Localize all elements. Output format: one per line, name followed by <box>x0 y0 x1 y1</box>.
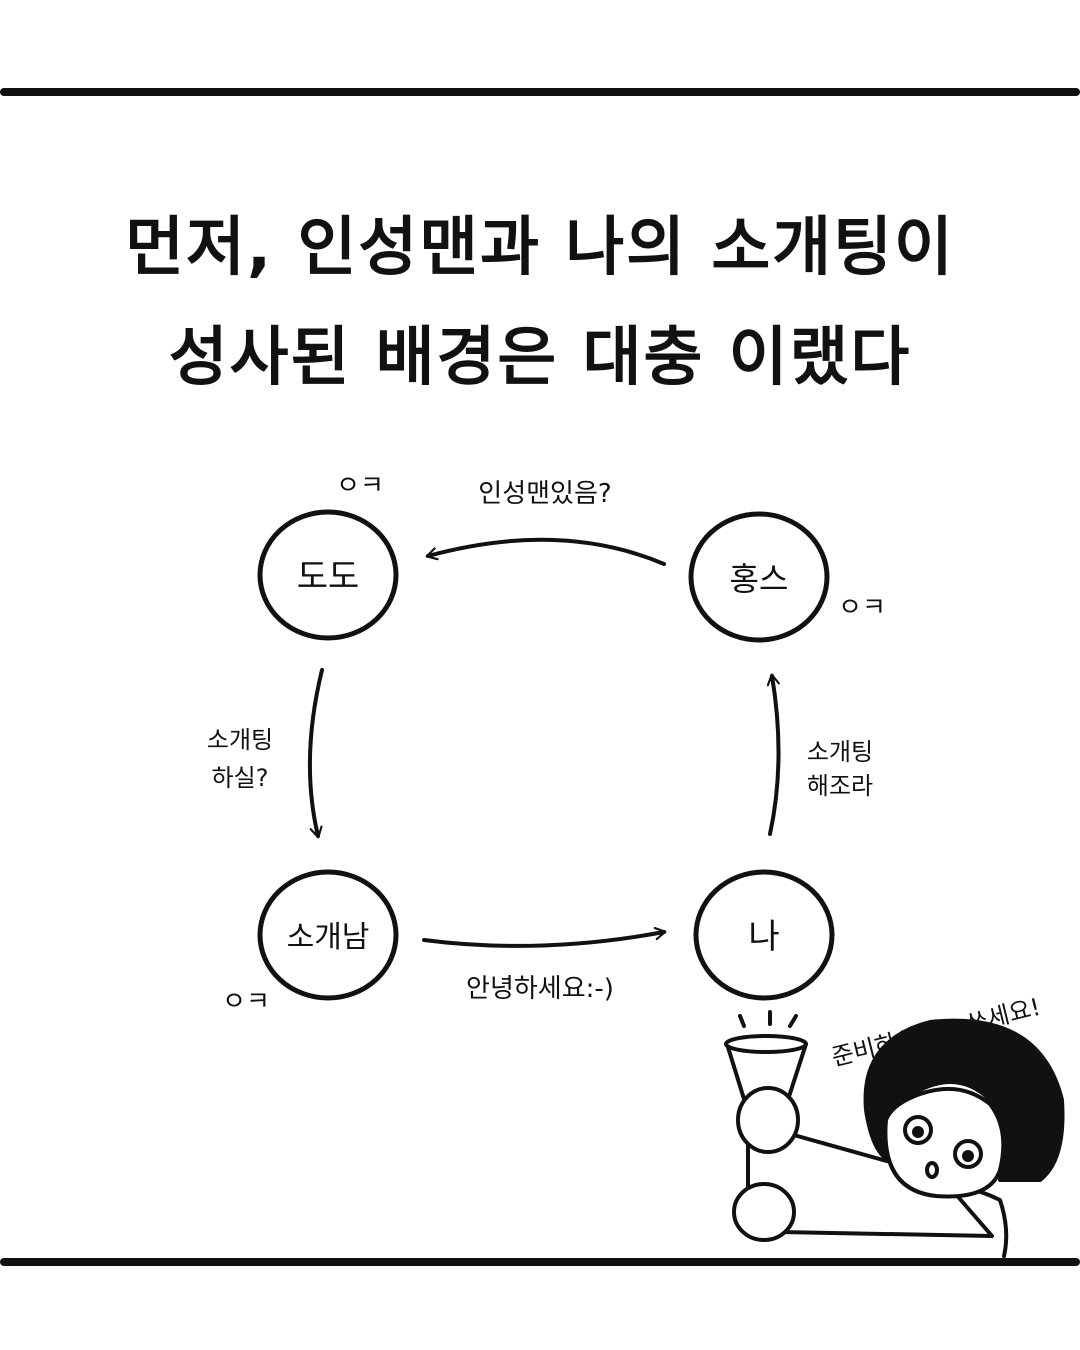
shine-mark <box>790 1016 796 1026</box>
lower-hand <box>734 1184 794 1240</box>
node-dodo: 도도 <box>260 512 396 638</box>
upper-hand <box>738 1088 798 1152</box>
node-hongs: 홍스 <box>691 514 827 640</box>
node-dodo-label: 도도 <box>297 557 360 597</box>
node-me-label: 나 <box>748 917 779 957</box>
label-hongs-to-dodo: 인성맨있음? <box>478 479 611 509</box>
arrow-me-to-hongs <box>770 676 779 834</box>
arrow-hongs-to-dodo <box>428 540 664 564</box>
reply-dodo-ok: ㅇㅋ <box>336 471 384 501</box>
node-sogaenam: 소개남 <box>260 872 396 998</box>
reply-sogaenam-ok: ㅇㅋ <box>222 987 270 1017</box>
node-sogaenam-label: 소개남 <box>287 920 370 955</box>
label-me-to-hongs-1: 소개팅 <box>807 738 873 766</box>
shine-mark <box>740 1016 744 1026</box>
character-face <box>885 1089 1003 1197</box>
label-dodo-to-sogaenam-2: 하실? <box>212 764 269 792</box>
node-me: 나 <box>696 872 832 998</box>
node-hongs-label: 홍스 <box>730 560 789 598</box>
label-sogaenam-to-me: 안녕하세요:-) <box>466 974 614 1004</box>
reply-hongs-ok: ㅇㅋ <box>838 593 886 623</box>
arrow-dodo-to-sogaenam <box>310 670 322 836</box>
label-dodo-to-sogaenam-1: 소개팅 <box>207 726 273 754</box>
arrow-sogaenam-to-me <box>424 932 664 946</box>
mouth <box>927 1163 937 1177</box>
label-me-to-hongs-2: 해조라 <box>807 772 873 800</box>
